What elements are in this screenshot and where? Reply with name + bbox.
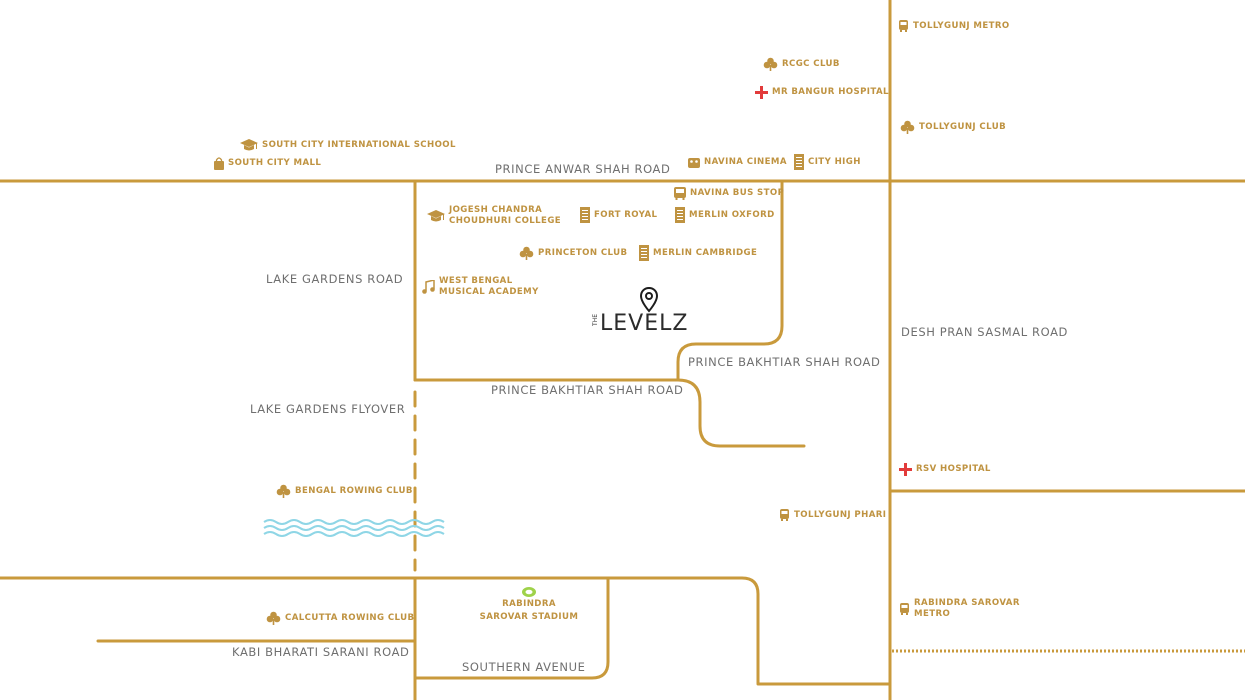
poi-south-city-school: SOUTH CITY INTERNATIONAL SCHOOL <box>240 138 456 152</box>
hospital-icon <box>755 86 768 99</box>
poi-label: SOUTH CITY INTERNATIONAL SCHOOL <box>262 139 456 150</box>
poi-merlin-oxford: MERLIN OXFORD <box>675 207 775 223</box>
project-brand-name: LEVELZ <box>600 311 689 336</box>
poi-label: CITY HIGH <box>808 156 861 167</box>
poi-rcgc-club: RCGC CLUB <box>763 57 840 71</box>
road-label-prince-bakhtiar-2: PRINCE BAKHTIAR SHAH ROAD <box>489 383 686 397</box>
poi-label-group: JOGESH CHANDRA CHOUDHURI COLLEGE <box>449 205 561 227</box>
road-label-prince-anwar-shah: PRINCE ANWAR SHAH ROAD <box>493 162 673 176</box>
road-label-prince-bakhtiar-1: PRINCE BAKHTIAR SHAH ROAD <box>686 355 883 369</box>
prince-bakhtiar-shah-road-line <box>413 378 806 448</box>
poi-princeton-club: PRINCETON CLUB <box>519 246 627 260</box>
poi-label-group: RABINDRA SAROVAR METRO <box>914 598 1020 620</box>
road-label-lake-gardens-flyover: LAKE GARDENS FLYOVER <box>248 402 408 416</box>
poi-label: SOUTH CITY MALL <box>228 158 322 168</box>
poi-tollygunj-phari: TOLLYGUNJ PHARI <box>779 508 886 522</box>
metro-icon <box>780 509 789 521</box>
poi-label-group: WEST BENGAL MUSICAL ACADEMY <box>439 276 539 298</box>
poi-south-city-mall: SOUTH CITY MALL <box>214 157 321 170</box>
road-label-desh-pran: DESH PRAN SASMAL ROAD <box>899 325 1071 339</box>
southern-avenue-road-line <box>0 576 892 686</box>
road-label-lake-gardens: LAKE GARDENS ROAD <box>264 272 406 286</box>
poi-tollygunj-club: TOLLYGUNJ CLUB <box>900 120 1006 134</box>
club-icon <box>519 246 534 260</box>
poi-label-line2: CHOUDHURI COLLEGE <box>449 216 562 226</box>
poi-navina-bus-stop: NAVINA BUS STOP <box>674 187 784 200</box>
club-icon <box>276 484 291 498</box>
school-icon <box>240 139 258 151</box>
club-icon <box>900 120 915 134</box>
poi-merlin-cambridge: MERLIN CAMBRIDGE <box>639 245 757 261</box>
music-icon <box>422 280 435 294</box>
poi-label: RCGC CLUB <box>782 58 840 69</box>
poi-label: FORT ROYAL <box>594 209 658 220</box>
poi-rabindra-sarovar-stadium: RABINDRA SAROVAR STADIUM <box>473 587 585 623</box>
poi-west-bengal-musical-academy: WEST BENGAL MUSICAL ACADEMY <box>422 276 539 298</box>
poi-label-line2: MUSICAL ACADEMY <box>439 287 539 297</box>
inner-loop-road-line <box>676 179 784 382</box>
poi-label: TOLLYGUNJ METRO <box>913 20 1010 31</box>
poi-jogesh-chandra-college: JOGESH CHANDRA CHOUDHURI COLLEGE <box>427 205 561 227</box>
poi-label: RSV HOSPITAL <box>916 464 991 474</box>
metro-icon <box>899 20 908 32</box>
poi-label-line1: RABINDRA SAROVAR <box>914 598 1020 608</box>
poi-fort-royal: FORT ROYAL <box>580 207 657 223</box>
poi-label: MERLIN CAMBRIDGE <box>653 247 758 258</box>
stadium-loop-line <box>413 576 610 680</box>
cinema-icon <box>688 158 700 168</box>
poi-label: TOLLYGUNJ PHARI <box>794 509 887 520</box>
poi-label-line1: WEST BENGAL <box>439 276 513 286</box>
building-icon <box>794 154 804 170</box>
road-label-kabi-bharati: KABI BHARATI SARANI ROAD <box>230 645 412 659</box>
poi-calcutta-rowing-club: CALCUTTA ROWING CLUB <box>266 611 414 625</box>
poi-rsv-hospital: RSV HOSPITAL <box>899 463 991 476</box>
location-pin-icon <box>640 287 658 313</box>
stadium-icon <box>522 587 536 597</box>
bus-icon <box>674 187 686 200</box>
poi-label-line2: SAROVAR STADIUM <box>479 612 579 622</box>
building-icon <box>580 207 590 223</box>
project-brand-prefix: THE <box>592 314 599 326</box>
club-icon <box>763 57 778 71</box>
metro-icon <box>900 603 909 615</box>
club-icon <box>266 611 281 625</box>
poi-mr-bangur-hospital: MR BANGUR HOSPITAL <box>755 86 889 99</box>
school-icon <box>427 210 445 222</box>
poi-tollygunj-metro: TOLLYGUNJ METRO <box>898 19 1010 33</box>
poi-bengal-rowing-club: BENGAL ROWING CLUB <box>276 484 413 498</box>
poi-label: TOLLYGUNJ CLUB <box>919 121 1007 132</box>
poi-rabindra-sarovar-metro: RABINDRA SAROVAR METRO <box>899 598 1020 620</box>
poi-label: MR BANGUR HOSPITAL <box>772 87 889 97</box>
poi-navina-cinema: NAVINA CINEMA <box>688 156 787 169</box>
poi-city-high: CITY HIGH <box>794 154 861 170</box>
lake-water <box>263 519 445 537</box>
mall-icon <box>214 157 224 170</box>
poi-label-line2: METRO <box>914 609 951 619</box>
poi-label-line1: RABINDRA <box>502 599 556 609</box>
building-icon <box>639 245 649 261</box>
poi-label-line1: JOGESH CHANDRA <box>449 205 543 215</box>
poi-label: BENGAL ROWING CLUB <box>295 485 413 496</box>
poi-label: CALCUTTA ROWING CLUB <box>285 612 415 623</box>
building-icon <box>675 207 685 223</box>
hospital-icon <box>899 463 912 476</box>
road-label-southern-avenue: SOUTHERN AVENUE <box>460 660 588 674</box>
poi-label: NAVINA CINEMA <box>704 157 787 167</box>
poi-label: MERLIN OXFORD <box>689 209 775 220</box>
poi-label: NAVINA BUS STOP <box>690 188 785 198</box>
poi-label: PRINCETON CLUB <box>538 247 628 258</box>
